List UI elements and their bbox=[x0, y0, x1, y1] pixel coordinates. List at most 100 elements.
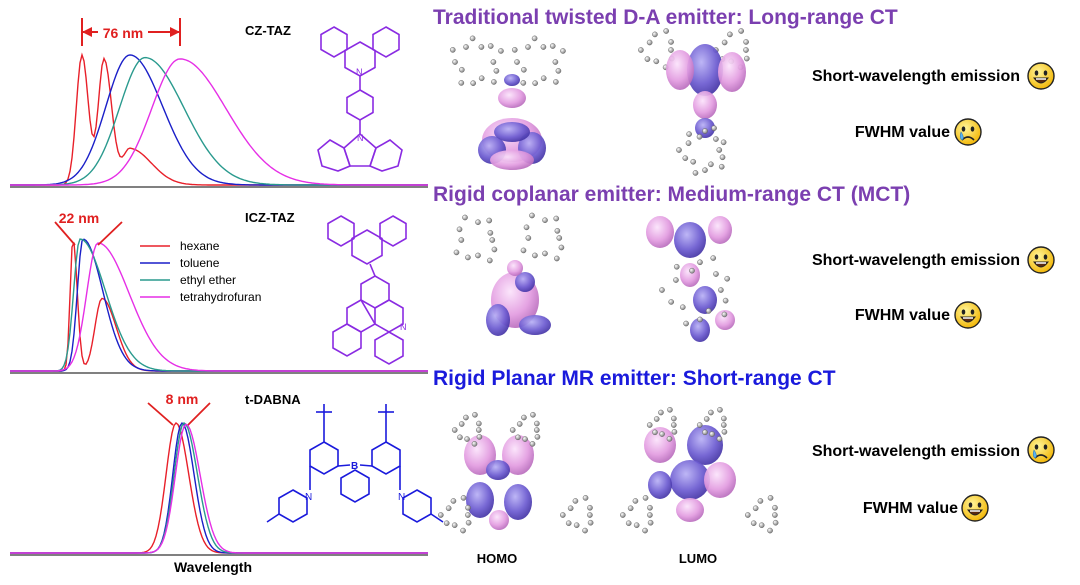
homo-3-atoms bbox=[438, 512, 444, 518]
lumo-3-atoms bbox=[647, 504, 653, 511]
lumo-1-atoms bbox=[708, 161, 714, 168]
lumo-3-atoms bbox=[757, 498, 764, 504]
homo-1-atoms bbox=[521, 66, 527, 73]
row-2-fwhm-label: FWHM value bbox=[855, 307, 950, 324]
homo-3-atoms bbox=[515, 434, 521, 441]
lumo-2-atoms bbox=[724, 275, 731, 282]
homo-3-atoms bbox=[460, 527, 466, 534]
homo-1-atoms bbox=[549, 43, 556, 49]
panel-3-curves bbox=[10, 421, 428, 554]
lumo-2-atoms bbox=[668, 299, 675, 305]
panel-1-curves bbox=[10, 52, 428, 186]
lumo-3-atoms bbox=[667, 406, 673, 413]
lumo-3-atoms bbox=[696, 422, 703, 428]
homo-3-atoms bbox=[471, 441, 478, 447]
homo-3-atoms bbox=[458, 421, 465, 427]
homo-2-atoms bbox=[532, 252, 538, 259]
homo-2-atoms bbox=[453, 249, 460, 256]
row-2-fwhm-happy-face-icon bbox=[954, 301, 982, 329]
homo-3-atoms bbox=[565, 520, 572, 526]
atom-label-n: N bbox=[398, 492, 405, 503]
homo-3-atoms bbox=[521, 414, 527, 421]
lumo-2-atoms bbox=[721, 311, 728, 318]
homo-3-atoms bbox=[522, 436, 528, 442]
homo-1-atoms bbox=[540, 75, 547, 82]
molecule-name-2: ICZ-TAZ bbox=[245, 210, 295, 225]
lumo-1-atoms bbox=[721, 39, 728, 46]
homo-3-atoms bbox=[573, 522, 580, 528]
homo-3-atoms bbox=[465, 504, 471, 511]
structure-icz-taz bbox=[327, 215, 407, 365]
homo-2-atoms bbox=[542, 250, 548, 257]
homo-2-atoms bbox=[529, 212, 535, 219]
lumo-2-atoms bbox=[718, 287, 724, 293]
lumo-1-atoms bbox=[727, 31, 733, 38]
lumo-3-atoms bbox=[752, 505, 759, 512]
fwhm-label-2: 22 nm bbox=[59, 210, 99, 226]
lumo-1-atoms bbox=[690, 158, 697, 165]
lumo-2-atoms bbox=[697, 259, 703, 266]
lumo-3-atoms bbox=[721, 415, 727, 422]
row-3-fwhm-happy-face-icon bbox=[961, 494, 989, 522]
molecule-name-3: t-DABNA bbox=[245, 392, 301, 407]
homo-2-lobe bbox=[515, 272, 535, 292]
lumo-3-atoms bbox=[658, 409, 664, 416]
lumo-3-atoms bbox=[632, 498, 639, 504]
lumo-3-atoms bbox=[767, 495, 774, 501]
homo-3-atoms bbox=[457, 434, 463, 441]
homo-1-atoms bbox=[478, 44, 485, 50]
lumo-3-atoms bbox=[666, 436, 673, 442]
homo-1-lobe bbox=[490, 150, 534, 170]
homo-3-atoms bbox=[516, 421, 523, 427]
homo-1-atoms bbox=[463, 44, 469, 50]
homo-2-atoms bbox=[556, 235, 563, 241]
lumo-1-atoms bbox=[713, 136, 719, 142]
homo-2-atoms bbox=[520, 247, 527, 254]
lumo-1-lobe bbox=[693, 91, 717, 119]
homo-2-atoms bbox=[462, 214, 468, 221]
homo-2-atoms bbox=[525, 235, 532, 241]
homo-1-atoms bbox=[540, 44, 547, 50]
homo-3-atoms bbox=[567, 505, 574, 512]
lumo-3-atoms bbox=[642, 495, 649, 501]
panel-2-curves bbox=[10, 238, 428, 372]
legend-label: ethyl ether bbox=[180, 273, 236, 287]
homo-1-atoms bbox=[514, 59, 520, 65]
lumo-3-atoms bbox=[772, 512, 778, 518]
spectrum-curve-1-tetrahydrofuran bbox=[10, 58, 428, 186]
homo-3-atoms bbox=[476, 434, 483, 440]
lumo-2-atoms bbox=[705, 308, 712, 314]
atom-label-b: B bbox=[351, 461, 358, 472]
atom-label-n: N bbox=[357, 133, 364, 143]
lumo-1-lobe bbox=[695, 118, 715, 138]
homo-1-atoms bbox=[493, 68, 500, 74]
homo-3-atoms bbox=[560, 512, 566, 518]
homo-3-atoms bbox=[463, 414, 469, 421]
homo-3-lobe bbox=[486, 460, 510, 480]
homo-2-lobe bbox=[486, 304, 510, 336]
lumo-3-atoms bbox=[633, 522, 640, 528]
homo-3-atoms bbox=[450, 498, 457, 504]
row-title-3: Rigid Planar MR emitter: Short-range CT bbox=[433, 367, 836, 390]
homo-1-atoms bbox=[553, 79, 559, 85]
lumo-3-lobe bbox=[644, 427, 676, 463]
homo-1-atoms bbox=[532, 80, 538, 86]
lumo-3-atoms bbox=[652, 429, 658, 436]
lumo-3-atoms bbox=[772, 504, 778, 511]
lumo-1-lobe bbox=[687, 44, 723, 96]
row-title-1: Traditional twisted D-A emitter: Long-ra… bbox=[433, 6, 898, 29]
lumo-3-atoms bbox=[627, 505, 634, 512]
lumo-1-atoms bbox=[646, 39, 653, 46]
structure-cz-taz bbox=[317, 26, 403, 172]
homo-3-atoms bbox=[587, 512, 593, 518]
row-2-emission-happy-face-icon bbox=[1027, 246, 1055, 274]
row-3-emission-label: Short-wavelength emission bbox=[812, 443, 1020, 460]
lumo-3-lobe bbox=[670, 460, 710, 500]
homo-3-atoms bbox=[465, 512, 471, 518]
lumo-3-atoms bbox=[708, 409, 714, 416]
homo-3-atoms bbox=[509, 427, 516, 433]
fwhm-annotation-2 bbox=[54, 221, 123, 246]
lumo-3-atoms bbox=[702, 429, 708, 436]
